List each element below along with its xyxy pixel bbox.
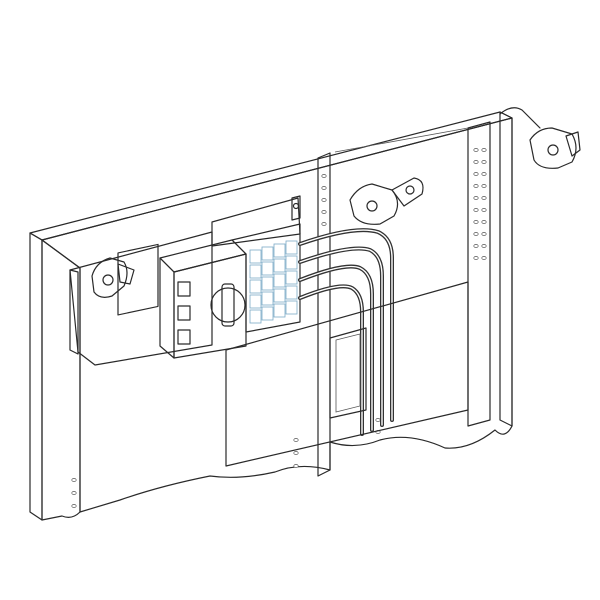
perforation-hole bbox=[71, 491, 77, 495]
terminal-cell bbox=[261, 306, 274, 321]
perforation-hole bbox=[481, 148, 487, 152]
perforation-hole bbox=[481, 220, 487, 224]
cable-highlights bbox=[299, 229, 393, 435]
perforation-hole bbox=[293, 438, 299, 442]
perforation-hole bbox=[473, 148, 479, 152]
terminal-cell bbox=[249, 294, 262, 309]
plate-left-lip bbox=[69, 269, 79, 355]
perforation-hole bbox=[481, 184, 487, 188]
terminal-cell bbox=[273, 243, 286, 258]
front-cover-plate bbox=[225, 281, 469, 467]
perforation-hole bbox=[481, 172, 487, 176]
terminal-cell bbox=[285, 240, 298, 255]
perforation-hole bbox=[321, 198, 327, 202]
frame-top-edge bbox=[29, 111, 513, 241]
perforation-hole bbox=[473, 208, 479, 212]
perforation-hole bbox=[473, 232, 479, 236]
cover-plate bbox=[225, 281, 469, 467]
perforation-hole bbox=[293, 451, 299, 455]
plate-top-flange bbox=[211, 197, 301, 247]
rotary-handle-base bbox=[210, 287, 246, 323]
terminal-cell bbox=[261, 261, 274, 276]
terminal-block-grid bbox=[249, 240, 298, 324]
center-upright bbox=[317, 152, 331, 477]
switch-front-face bbox=[173, 253, 247, 359]
perforation-hole bbox=[71, 504, 77, 508]
terminal-cell bbox=[273, 303, 286, 318]
perforation-hole bbox=[473, 220, 479, 224]
terminal-1 bbox=[177, 281, 191, 297]
bracket-center bbox=[349, 177, 424, 225]
perforation-hole bbox=[473, 184, 479, 188]
perforation-hole bbox=[481, 244, 487, 248]
perforation-hole bbox=[481, 232, 487, 236]
perforation-hole bbox=[321, 174, 327, 178]
perforation-hole bbox=[375, 418, 381, 422]
terminal-cell bbox=[273, 273, 286, 288]
perforation-hole bbox=[321, 222, 327, 226]
left-upright bbox=[29, 232, 43, 521]
bracket-left bbox=[91, 257, 135, 298]
bracket-right bbox=[499, 107, 581, 169]
terminal-cell bbox=[285, 270, 298, 285]
terminal-cell bbox=[261, 291, 274, 306]
perforation-hole bbox=[473, 172, 479, 176]
switch-body bbox=[159, 239, 247, 359]
switch-top bbox=[159, 239, 247, 273]
terminal-block-body bbox=[231, 223, 301, 333]
terminal-cell bbox=[261, 246, 274, 261]
inner-top-rail bbox=[334, 127, 469, 153]
perforation-hole bbox=[293, 464, 299, 468]
terminal-3 bbox=[177, 329, 191, 345]
enclosure-frame bbox=[29, 111, 513, 521]
terminal-2 bbox=[177, 305, 191, 321]
terminal-cell bbox=[249, 249, 262, 264]
perforation-hole bbox=[473, 244, 479, 248]
rotary-handle-lever bbox=[221, 283, 235, 327]
perforation-hole bbox=[473, 196, 479, 200]
terminal-cell bbox=[285, 285, 298, 300]
cables bbox=[298, 228, 394, 436]
terminal-cell bbox=[249, 309, 262, 324]
right-upright bbox=[467, 121, 491, 427]
perforation-hole bbox=[481, 256, 487, 260]
cover-window bbox=[329, 327, 367, 419]
perforation-hole bbox=[481, 208, 487, 212]
bracket-top-tab bbox=[291, 195, 301, 221]
plate-cutout bbox=[117, 243, 159, 316]
perforation-hole bbox=[71, 478, 77, 482]
terminal-cell bbox=[273, 258, 286, 273]
frame-right-side bbox=[499, 111, 513, 427]
terminal-cell bbox=[285, 255, 298, 270]
terminal-cell bbox=[285, 300, 298, 315]
back-panel bbox=[41, 117, 513, 513]
perforation-hole bbox=[473, 160, 479, 164]
terminal-block bbox=[231, 223, 301, 333]
perforation-hole bbox=[321, 210, 327, 214]
perforation-hole bbox=[321, 186, 327, 190]
left-upright-face bbox=[41, 239, 81, 521]
terminal-cell bbox=[261, 276, 274, 291]
terminal-cell bbox=[249, 279, 262, 294]
perforation-hole bbox=[481, 160, 487, 164]
perforation-hole bbox=[473, 256, 479, 260]
cable-4 bbox=[298, 284, 364, 436]
switch-left-face bbox=[159, 257, 175, 359]
terminal-cell bbox=[273, 288, 286, 303]
plate-main bbox=[69, 231, 213, 366]
terminal-cell bbox=[249, 264, 262, 279]
perforation-hole bbox=[481, 196, 487, 200]
cover-window-inner bbox=[335, 333, 361, 413]
